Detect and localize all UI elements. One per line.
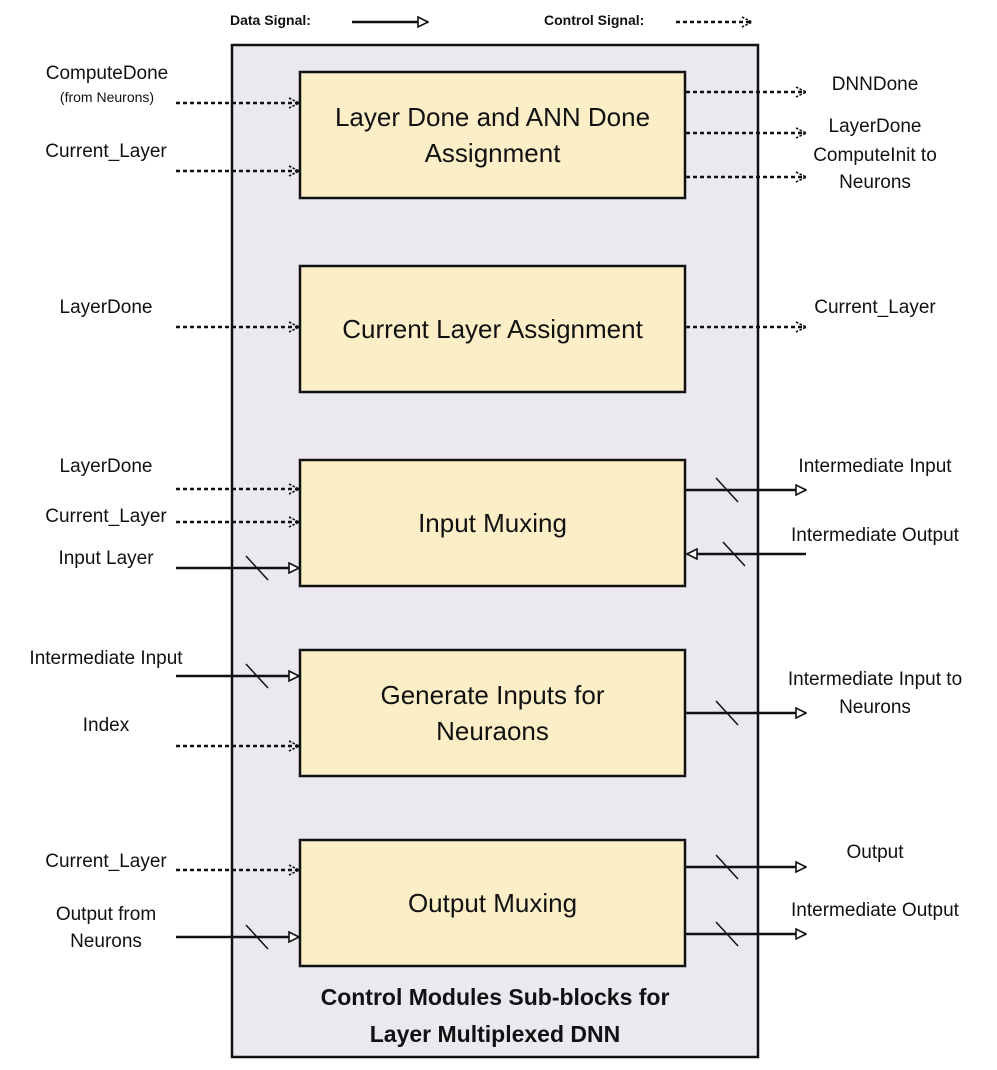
b3-input-layer-bus-slash bbox=[245, 555, 269, 581]
block-generate-inputs-box bbox=[298, 648, 687, 778]
label-b4-output-l2: Neurons bbox=[839, 697, 911, 718]
b4-output-bus-slash bbox=[715, 700, 739, 726]
block-layer-done-title: Layer Done and ANN Done Assignment bbox=[334, 102, 651, 168]
label-b4-intermediate-input: Intermediate Input bbox=[29, 648, 183, 669]
block-output-muxing-box bbox=[298, 838, 687, 968]
block-current-layer-title: Current Layer Assignment bbox=[342, 314, 643, 344]
label-b1-computeinit-l1: ComputeInit to bbox=[813, 145, 937, 166]
label-b1-computeinit-l2: Neurons bbox=[839, 172, 911, 193]
label-b1-layerdone: LayerDone bbox=[828, 116, 922, 137]
b3-intermediate-output-bus-slash bbox=[722, 541, 746, 567]
container-caption-line2: Layer Multiplexed DNN bbox=[369, 1021, 621, 1047]
label-b3-input-layer: Input Layer bbox=[58, 548, 154, 569]
label-b3-intermediate-output: Intermediate Output bbox=[791, 525, 959, 546]
b5-output-neurons-bus-slash bbox=[245, 924, 269, 950]
label-b5-intermediate-output: Intermediate Output bbox=[791, 900, 959, 921]
legend-data-signal-label: Data Signal: bbox=[230, 12, 311, 28]
legend-control-signal-label: Control Signal: bbox=[544, 12, 645, 28]
block-input-muxing-title: Input Muxing bbox=[418, 508, 567, 538]
b3-intermediate-input-bus-slash bbox=[715, 477, 739, 503]
label-b1-dnndone: DNNDone bbox=[831, 74, 919, 95]
block-output-muxing-title: Output Muxing bbox=[407, 888, 578, 918]
label-b5-output-neurons-l1: Output from bbox=[55, 904, 157, 925]
label-b3-intermediate-input: Intermediate Input bbox=[798, 456, 952, 477]
label-b5-current-layer: Current_Layer bbox=[45, 851, 167, 872]
label-b2-layerdone: LayerDone bbox=[59, 297, 153, 318]
label-b2-current-layer: Current_Layer bbox=[814, 297, 936, 318]
label-b3-layerdone: LayerDone bbox=[59, 456, 153, 477]
b4-intermediate-input-bus-slash bbox=[245, 663, 269, 689]
label-b4-index: Index bbox=[82, 715, 130, 736]
label-b4-output-l1: Intermediate Input to bbox=[787, 669, 963, 690]
label-b1-computedone-note: (from Neurons) bbox=[59, 89, 155, 105]
b5-output-bus-slash bbox=[715, 854, 739, 880]
block-generate-inputs-title: Generate Inputs for Neuraons bbox=[380, 680, 605, 746]
b5-intermediate-output-bus-slash bbox=[715, 921, 739, 947]
block-input-muxing-box bbox=[298, 458, 687, 588]
label-b5-output: Output bbox=[846, 842, 904, 863]
label-b5-output-neurons-l2: Neurons bbox=[70, 931, 142, 952]
label-b1-computedone: ComputeDone bbox=[45, 63, 169, 84]
label-b1-current-layer: Current_Layer bbox=[45, 141, 167, 162]
label-b3-current-layer: Current_Layer bbox=[45, 506, 167, 527]
block-layer-done-box bbox=[298, 70, 687, 200]
container-caption-line1: Control Modules Sub-blocks for bbox=[320, 984, 670, 1010]
